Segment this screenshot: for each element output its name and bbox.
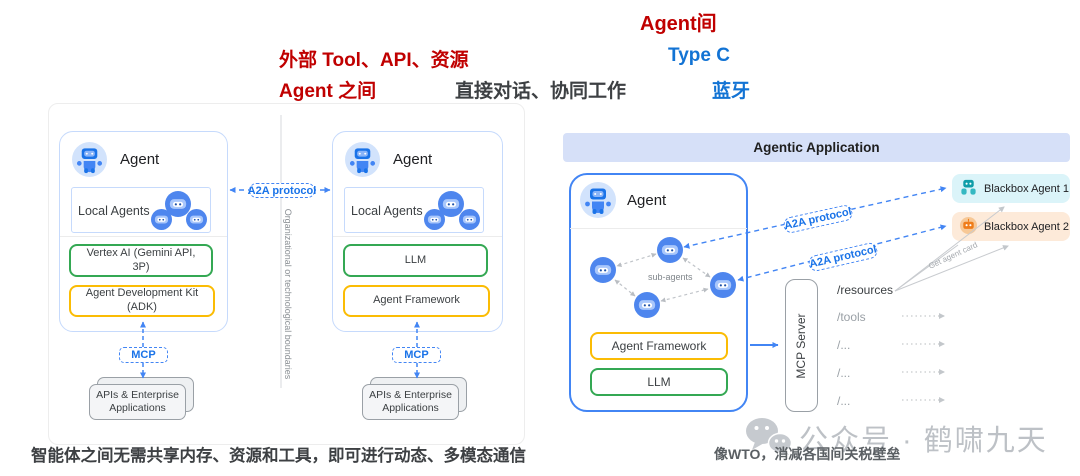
teal-robot-icon xyxy=(959,178,978,200)
annotation-bottom-right: 像WTO，消减各国间关税壁垒 xyxy=(714,446,901,462)
mcp-server-label: MCP Server xyxy=(794,313,808,379)
agent-right-title: Agent xyxy=(627,192,667,209)
annotation-type-c: Type C xyxy=(668,45,730,66)
annotation-bluetooth: 蓝牙 xyxy=(712,81,751,102)
mcp-server-box xyxy=(785,279,818,412)
card-divider xyxy=(570,228,747,229)
endpoint-etc: /... xyxy=(837,338,851,352)
robot-head-icon xyxy=(424,209,445,235)
llm-box-b: LLM xyxy=(343,244,488,277)
vertex-ai-box: Vertex AI (Gemini API, 3P) xyxy=(69,244,213,277)
blackbox-agent-2-label: Blackbox Agent 2 xyxy=(984,220,1070,233)
endpoint-tools: /tools xyxy=(837,310,866,324)
robot-head-icon xyxy=(151,209,172,235)
mcp-badge-a: MCP xyxy=(119,347,168,363)
robot-head-icon xyxy=(438,191,464,222)
robot-head-icon xyxy=(186,209,207,235)
enterprise-apps-b: APIs & Enterprise Applications xyxy=(362,384,459,420)
orange-robot-icon xyxy=(959,216,978,238)
annotation-bottom-left: 智能体之间无需共享内存、资源和工具，即可进行动态、多模态通信 xyxy=(31,447,526,465)
agent-robot-icon xyxy=(580,182,616,223)
blackbox-agent-1-label: Blackbox Agent 1 xyxy=(984,182,1070,195)
agentic-application-header: Agentic Application xyxy=(563,133,1070,162)
watermark-text: 公众号 · 鹤啸九天 xyxy=(799,425,1048,457)
annotation-direct-dialog: 直接对话、协同工作 xyxy=(455,81,627,102)
local-agents-label-a: Local Agents xyxy=(78,204,150,218)
annotation-external-tools: 外部 Tool、API、资源 xyxy=(279,50,469,71)
blackbox-agent-1: Blackbox Agent 1 xyxy=(952,174,1070,203)
robot-head-icon xyxy=(165,191,191,222)
annotation-agent-gap: Agent间 xyxy=(640,13,717,35)
sub-agent-icon xyxy=(590,257,616,288)
agent-framework-box-right: Agent Framework xyxy=(590,332,728,360)
agent-robot-icon xyxy=(345,142,380,182)
agent-b-title: Agent xyxy=(393,151,433,168)
a2a-protocol-label-1: A2A protocol xyxy=(782,203,854,235)
blackbox-agent-2: Blackbox Agent 2 xyxy=(952,212,1070,241)
agent-framework-box-b: Agent Framework xyxy=(343,285,490,317)
agent-robot-icon xyxy=(72,142,107,182)
robot-head-icon xyxy=(459,209,480,235)
endpoint-etc: /... xyxy=(837,366,851,380)
mcp-badge-b: MCP xyxy=(392,347,441,363)
endpoint-etc: /... xyxy=(837,394,851,408)
endpoint-resources: /resources xyxy=(837,283,894,297)
enterprise-apps-a: APIs & Enterprise Applications xyxy=(89,384,186,420)
card-divider xyxy=(333,236,502,237)
wechat-icon xyxy=(745,416,793,461)
llm-box-right: LLM xyxy=(590,368,728,396)
boundary-label: Organizational or technological boundari… xyxy=(283,208,293,380)
sub-agents-label: sub-agents xyxy=(648,272,693,282)
sub-agent-icon xyxy=(710,272,736,303)
get-agent-card-label: Get agent card xyxy=(927,240,979,271)
annotation-agent-between: Agent 之间 xyxy=(279,81,377,102)
sub-agent-icon xyxy=(657,237,683,268)
local-agents-label-b: Local Agents xyxy=(351,204,423,218)
adk-box: Agent Development Kit (ADK) xyxy=(69,285,215,317)
a2a-protocol-label-mid: A2A protocol xyxy=(247,183,317,198)
card-divider xyxy=(60,236,227,237)
agent-a-title: Agent xyxy=(120,151,160,168)
a2a-protocol-label-2: A2A protocol xyxy=(807,241,879,273)
sub-agent-icon xyxy=(634,292,660,323)
